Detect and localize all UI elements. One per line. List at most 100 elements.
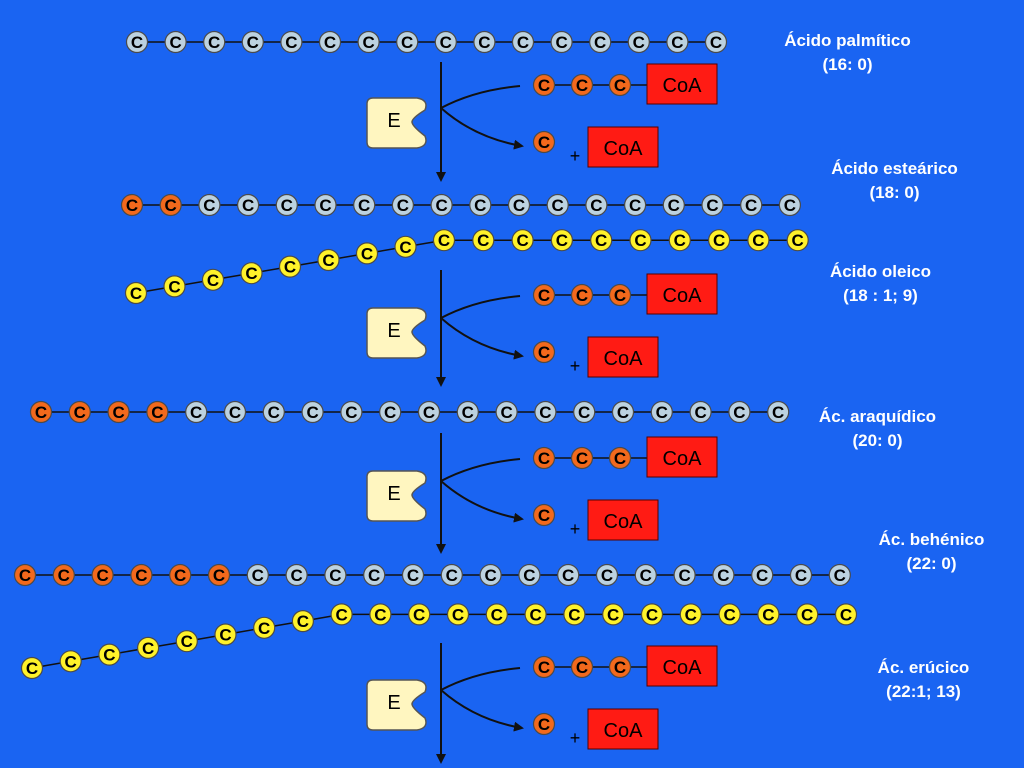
svg-text:C: C [335, 605, 347, 624]
svg-text:C: C [792, 231, 804, 250]
acetyl-coa-product: C+CoA [532, 336, 659, 378]
carbon-atom: C [440, 563, 463, 587]
carbon-atom: C [532, 283, 556, 307]
branch-arrow-up [440, 458, 521, 482]
svg-text:C: C [362, 33, 374, 52]
carbon-atom: C [280, 30, 303, 54]
carbon-atom: C [623, 193, 647, 217]
carbon-atom: C [570, 73, 594, 97]
enzyme-label: E [387, 320, 400, 342]
carbon-atom: C [324, 563, 347, 587]
carbon-atom: C [125, 30, 149, 54]
svg-text:C: C [594, 33, 606, 52]
carbon-atom: C [340, 400, 363, 424]
svg-text:C: C [203, 196, 215, 215]
svg-text:C: C [500, 403, 512, 422]
enzyme-icon: E [366, 470, 427, 522]
svg-text:C: C [706, 196, 718, 215]
carbon-atom: C [550, 30, 573, 54]
carbon-atom: C [673, 563, 696, 587]
svg-text:C: C [35, 403, 47, 422]
svg-text:C: C [668, 196, 680, 215]
carbon-atom: C [246, 563, 269, 587]
carbon-atom: C [472, 229, 495, 252]
coa-box: CoA [587, 126, 659, 168]
branch-arrow-down [440, 107, 524, 150]
carbon-atom: C [796, 603, 819, 626]
carbon-atom: C [704, 30, 728, 54]
svg-text:C: C [435, 196, 447, 215]
carbon-atom: C [718, 603, 741, 626]
svg-text:C: C [319, 196, 331, 215]
svg-text:C: C [440, 33, 452, 52]
branch-arrow-up [440, 85, 521, 109]
carbon-atom: C [634, 563, 657, 587]
carbon-atom: C [595, 563, 619, 587]
svg-text:CoA: CoA [663, 657, 703, 679]
carbon-atom: C [511, 30, 535, 54]
acetyl-coa-product: C+CoA [532, 708, 659, 750]
carbon-atom: C [834, 603, 858, 626]
carbon-atom: C [495, 400, 518, 424]
svg-text:C: C [629, 196, 641, 215]
svg-text:C: C [538, 449, 550, 468]
svg-text:C: C [151, 403, 163, 422]
svg-text:C: C [517, 33, 529, 52]
svg-text:C: C [190, 403, 202, 422]
svg-text:C: C [756, 566, 768, 585]
svg-text:C: C [174, 566, 186, 585]
carbon-atom: C [532, 73, 556, 97]
svg-text:C: C [538, 506, 550, 525]
svg-text:C: C [552, 196, 564, 215]
svg-text:C: C [590, 196, 602, 215]
carbon-atom: C [650, 400, 673, 424]
carbon-atom: C [701, 193, 724, 217]
svg-text:C: C [529, 605, 541, 624]
carbon-atom: C [679, 603, 702, 626]
carbon-atom: C [728, 400, 751, 424]
carbon-atom: C [589, 30, 612, 54]
svg-text:C: C [284, 258, 296, 277]
carbon-atom: C [353, 193, 376, 217]
svg-text:CoA: CoA [663, 75, 703, 97]
svg-text:C: C [556, 231, 568, 250]
svg-text:C: C [131, 33, 143, 52]
carbon-atom: C [434, 30, 457, 54]
carbon-atom: C [757, 603, 780, 626]
branch-arrow-down [440, 317, 524, 360]
carbon-atom: C [532, 446, 556, 470]
carbon-atom: C [532, 712, 556, 736]
svg-text:C: C [126, 196, 138, 215]
svg-text:C: C [322, 251, 334, 270]
carbon-atom: C [163, 275, 186, 298]
carbon-atom: C [207, 563, 231, 587]
carbon-atom: C [550, 229, 574, 252]
svg-text:C: C [674, 231, 686, 250]
carbon-atom: C [185, 400, 208, 424]
carbon-atom: C [240, 262, 263, 285]
carbon-atom: C [585, 193, 608, 217]
carbon-atom: C [330, 603, 353, 626]
coa-box: CoA [646, 645, 718, 687]
svg-text:C: C [297, 612, 309, 631]
svg-text:C: C [538, 286, 550, 305]
svg-text:C: C [601, 566, 613, 585]
svg-text:C: C [258, 619, 270, 638]
svg-text:C: C [423, 403, 435, 422]
carbon-atom: C [107, 400, 130, 424]
carbon-atom: C [355, 242, 379, 265]
svg-text:C: C [306, 403, 318, 422]
carbon-atom: C [408, 603, 431, 626]
label-palmitic-formula: (16: 0) [822, 55, 873, 74]
svg-text:C: C [374, 605, 386, 624]
carbon-atom: C [570, 655, 594, 679]
svg-text:C: C [165, 196, 177, 215]
carbon-atom: C [611, 400, 635, 424]
svg-text:C: C [462, 403, 474, 422]
